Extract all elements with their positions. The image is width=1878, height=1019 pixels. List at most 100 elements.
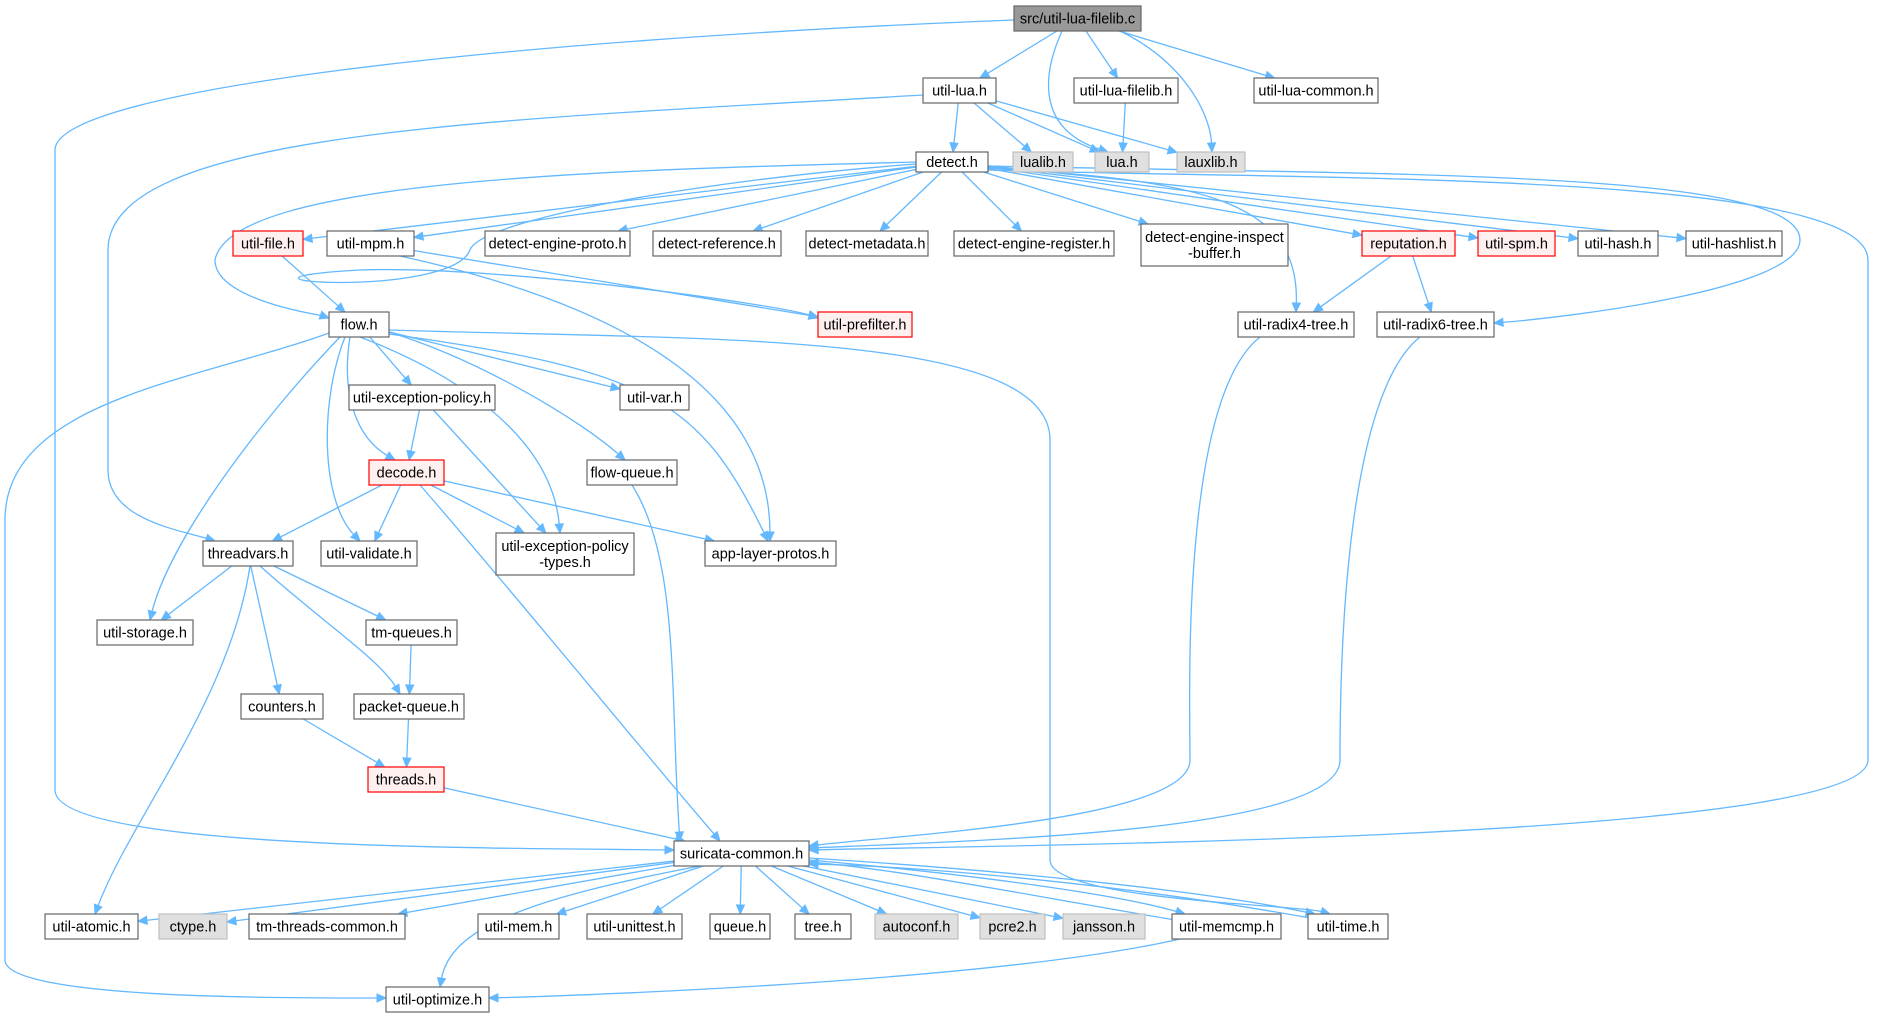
node-label-util-var-h: util-var.h [627, 391, 682, 407]
edge-detect-h-to-util-prefilter-h [297, 163, 917, 317]
node-threadvars-h[interactable]: threadvars.h [202, 540, 294, 567]
node-util-mem-h[interactable]: util-mem.h [477, 913, 560, 940]
node-tree-h[interactable]: tree.h [794, 913, 852, 940]
node-util-mpm-h[interactable]: util-mpm.h [326, 230, 415, 257]
edge-suricata-common-h-to-tree-h [755, 865, 804, 910]
node-util-hashlist-h[interactable]: util-hashlist.h [1685, 230, 1783, 257]
node-box-packet-queue-h [353, 693, 465, 720]
node-label-queue-h: queue.h [714, 920, 766, 936]
edge-detect-h-to-detect-metadata-h [885, 171, 943, 226]
node-box-detect-engine-register-h [953, 230, 1115, 257]
node-util-memcmp-h[interactable]: util-memcmp.h [1171, 913, 1282, 940]
node-label-util-lua-h: util-lua.h [932, 84, 987, 100]
node-util-exception-policy-h[interactable]: util-exception-policy.h [348, 384, 496, 411]
node-label-ctype-h: ctype.h [170, 920, 217, 936]
edge-util-lua-h-to-lauxlib-h [995, 100, 1170, 151]
node-detect-metadata-h[interactable]: detect-metadata.h [805, 230, 929, 257]
edge-threadvars-h-to-tm-queues-h [273, 565, 379, 618]
node-label-tm-queues-h: tm-queues.h [371, 626, 452, 642]
node-util-validate-h[interactable]: util-validate.h [320, 540, 418, 567]
node-label-app-layer-protos-h: app-layer-protos.h [712, 547, 830, 563]
node-jansson-h[interactable]: jansson.h [1062, 913, 1146, 940]
node-label-lua-h: lua.h [1106, 155, 1137, 171]
nodes-layer: src/util-lua-filelib.c util-lua.h util-lua… [44, 5, 1783, 1013]
edge-flow-h-to-util-var-h [388, 331, 613, 388]
node-util-exception-policy-types-h[interactable]: util-exception-policy-types.h [495, 532, 635, 576]
edge-flow-h-to-util-var-h-arrowhead [609, 382, 622, 392]
node-decode-h[interactable]: decode.h [368, 459, 445, 486]
node-lua-h[interactable]: lua.h [1094, 151, 1150, 173]
edge-flow-h-to-app-layer-protos-h [388, 333, 766, 535]
node-label-util-lua-filelib-c: src/util-lua-filelib.c [1020, 12, 1135, 28]
node-tm-queues-h[interactable]: tm-queues.h [365, 619, 458, 646]
edge-util-lua-h-to-threadvars-h [107, 94, 924, 540]
node-detect-engine-proto-h[interactable]: detect-engine-proto.h [484, 230, 631, 257]
node-queue-h[interactable]: queue.h [709, 913, 771, 940]
node-util-file-h[interactable]: util-file.h [232, 230, 304, 257]
node-detect-reference-h[interactable]: detect-reference.h [652, 230, 782, 257]
node-tm-threads-common-h[interactable]: tm-threads-common.h [248, 913, 406, 940]
node-util-time-h[interactable]: util-time.h [1307, 913, 1389, 940]
node-app-layer-protos-h[interactable]: app-layer-protos.h [704, 540, 837, 567]
edge-suricata-common-h-to-util-mem-h [564, 865, 704, 913]
node-box-detect-h [915, 151, 989, 173]
node-util-lua-h[interactable]: util-lua.h [922, 77, 997, 104]
node-util-storage-h[interactable]: util-storage.h [96, 619, 194, 646]
edge-detect-h-to-util-mpm-h [421, 166, 917, 237]
edge-decode-h-to-util-validate-h [377, 484, 402, 534]
node-detect-engine-inspect-buffer-h[interactable]: detect-engine-inspect-buffer.h [1140, 223, 1289, 267]
node-util-lua-filelib-h[interactable]: util-lua-filelib.h [1073, 77, 1179, 104]
node-box-decode-h [368, 459, 445, 486]
node-label-threadvars-h: threadvars.h [208, 547, 289, 563]
node-box-lualib-h [1012, 151, 1074, 173]
edge-suricata-common-h-to-util-time-h [808, 857, 1308, 914]
node-packet-queue-h[interactable]: packet-queue.h [353, 693, 465, 720]
node-lualib-h[interactable]: lualib.h [1012, 151, 1074, 173]
edge-detect-h-to-util-radix4-tree-h-arrowhead [1291, 302, 1302, 314]
node-detect-engine-register-h[interactable]: detect-engine-register.h [953, 230, 1115, 257]
node-util-optimize-h[interactable]: util-optimize.h [385, 986, 490, 1013]
node-label-lauxlib-h: lauxlib.h [1184, 155, 1237, 171]
edge-detect-h-to-util-mpm-h-arrowhead [412, 231, 425, 241]
node-box-util-lua-filelib-c [1013, 5, 1142, 32]
node-box-detect-metadata-h [805, 230, 929, 257]
edge-threadvars-h-to-util-atomic-h-arrowhead [93, 903, 103, 916]
node-box-util-storage-h [96, 619, 194, 646]
edge-util-lua-filelib-c-to-util-lua-h [986, 30, 1058, 75]
node-label-util-exception-policy-h: util-exception-policy.h [353, 391, 491, 407]
node-box-util-hash-h [1577, 230, 1659, 257]
node-counters-h[interactable]: counters.h [240, 693, 324, 720]
node-label-util-prefilter-h: util-prefilter.h [823, 318, 906, 334]
edge-util-memcmp-h-to-util-optimize-h-arrowhead [487, 992, 499, 1003]
node-lauxlib-h[interactable]: lauxlib.h [1176, 151, 1246, 173]
node-util-radix6-tree-h[interactable]: util-radix6-tree.h [1376, 311, 1495, 338]
node-pcre2-h[interactable]: pcre2.h [979, 913, 1046, 940]
node-flow-h[interactable]: flow.h [328, 311, 390, 338]
node-util-radix4-tree-h[interactable]: util-radix4-tree.h [1237, 311, 1355, 338]
node-box-queue-h [709, 913, 771, 940]
edge-suricata-common-h-to-ctype-h-arrowhead [225, 915, 238, 926]
node-util-var-h[interactable]: util-var.h [619, 384, 690, 411]
node-label-decode-h: decode.h [377, 466, 437, 482]
node-util-hash-h[interactable]: util-hash.h [1577, 230, 1659, 257]
node-detect-h[interactable]: detect.h [915, 151, 989, 173]
node-util-unittest-h[interactable]: util-unittest.h [586, 913, 683, 940]
edge-decode-h-to-app-layer-protos-h [443, 480, 707, 540]
node-util-lua-filelib-c[interactable]: src/util-lua-filelib.c [1013, 5, 1142, 32]
node-box-util-lua-filelib-h [1073, 77, 1179, 104]
node-autoconf-h[interactable]: autoconf.h [874, 913, 959, 940]
node-box-reputation-h [1361, 230, 1456, 257]
node-suricata-common-h[interactable]: suricata-common.h [673, 840, 810, 867]
node-util-prefilter-h[interactable]: util-prefilter.h [817, 311, 913, 338]
node-flow-queue-h[interactable]: flow-queue.h [586, 459, 678, 486]
edge-detect-h-to-flow-h-arrowhead [318, 310, 331, 320]
node-ctype-h[interactable]: ctype.h [158, 913, 228, 940]
node-util-lua-common-h[interactable]: util-lua-common.h [1253, 77, 1379, 104]
node-util-spm-h[interactable]: util-spm.h [1477, 230, 1556, 257]
node-label-lualib-h: lualib.h [1020, 155, 1066, 171]
node-threads-h[interactable]: threads.h [367, 766, 445, 793]
node-reputation-h[interactable]: reputation.h [1361, 230, 1456, 257]
node-util-atomic-h[interactable]: util-atomic.h [44, 913, 139, 940]
node-box-tm-threads-common-h [248, 913, 406, 940]
node-label-jansson-h: jansson.h [1072, 920, 1135, 936]
